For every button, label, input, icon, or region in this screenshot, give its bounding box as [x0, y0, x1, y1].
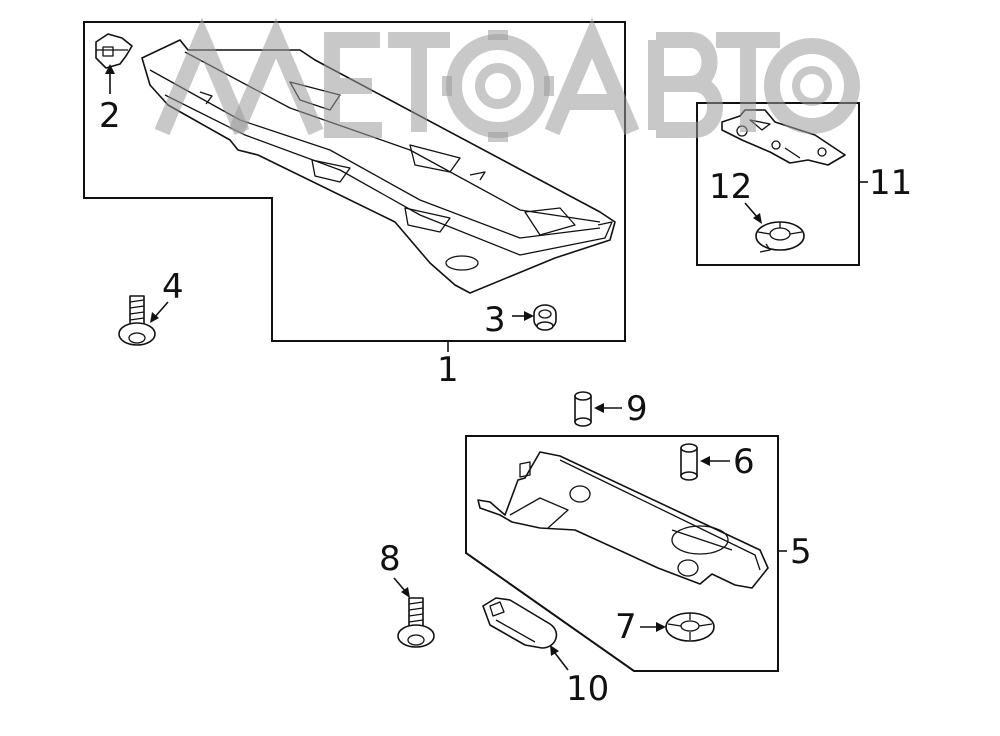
part-2-clip — [95, 33, 133, 69]
part-5-cover-plate — [477, 451, 769, 589]
callout-8: 8 — [379, 539, 401, 579]
callout-4: 4 — [162, 267, 184, 307]
callout-7: 7 — [615, 607, 637, 647]
part-10-cover — [482, 597, 558, 649]
part-4-bolt — [118, 295, 156, 346]
group-box-5 — [465, 435, 779, 672]
callout-2: 2 — [99, 96, 121, 136]
part-9-pin — [574, 391, 592, 427]
part-6-pin — [680, 443, 698, 481]
watermark-logo — [154, 17, 860, 142]
callout-3: 3 — [484, 300, 506, 340]
part-12-clip — [755, 221, 805, 253]
callout-10: 10 — [566, 669, 609, 709]
group-box-1 — [83, 21, 626, 342]
part-3-nut — [533, 304, 557, 331]
part-8-bolt — [397, 597, 435, 648]
callout-9: 9 — [626, 389, 648, 429]
callout-11: 11 — [869, 163, 912, 203]
callout-12: 12 — [709, 167, 752, 207]
callout-5: 5 — [790, 532, 812, 572]
callout-6: 6 — [733, 442, 755, 482]
callout-1: 1 — [437, 350, 459, 390]
part-7-clip — [665, 612, 715, 642]
